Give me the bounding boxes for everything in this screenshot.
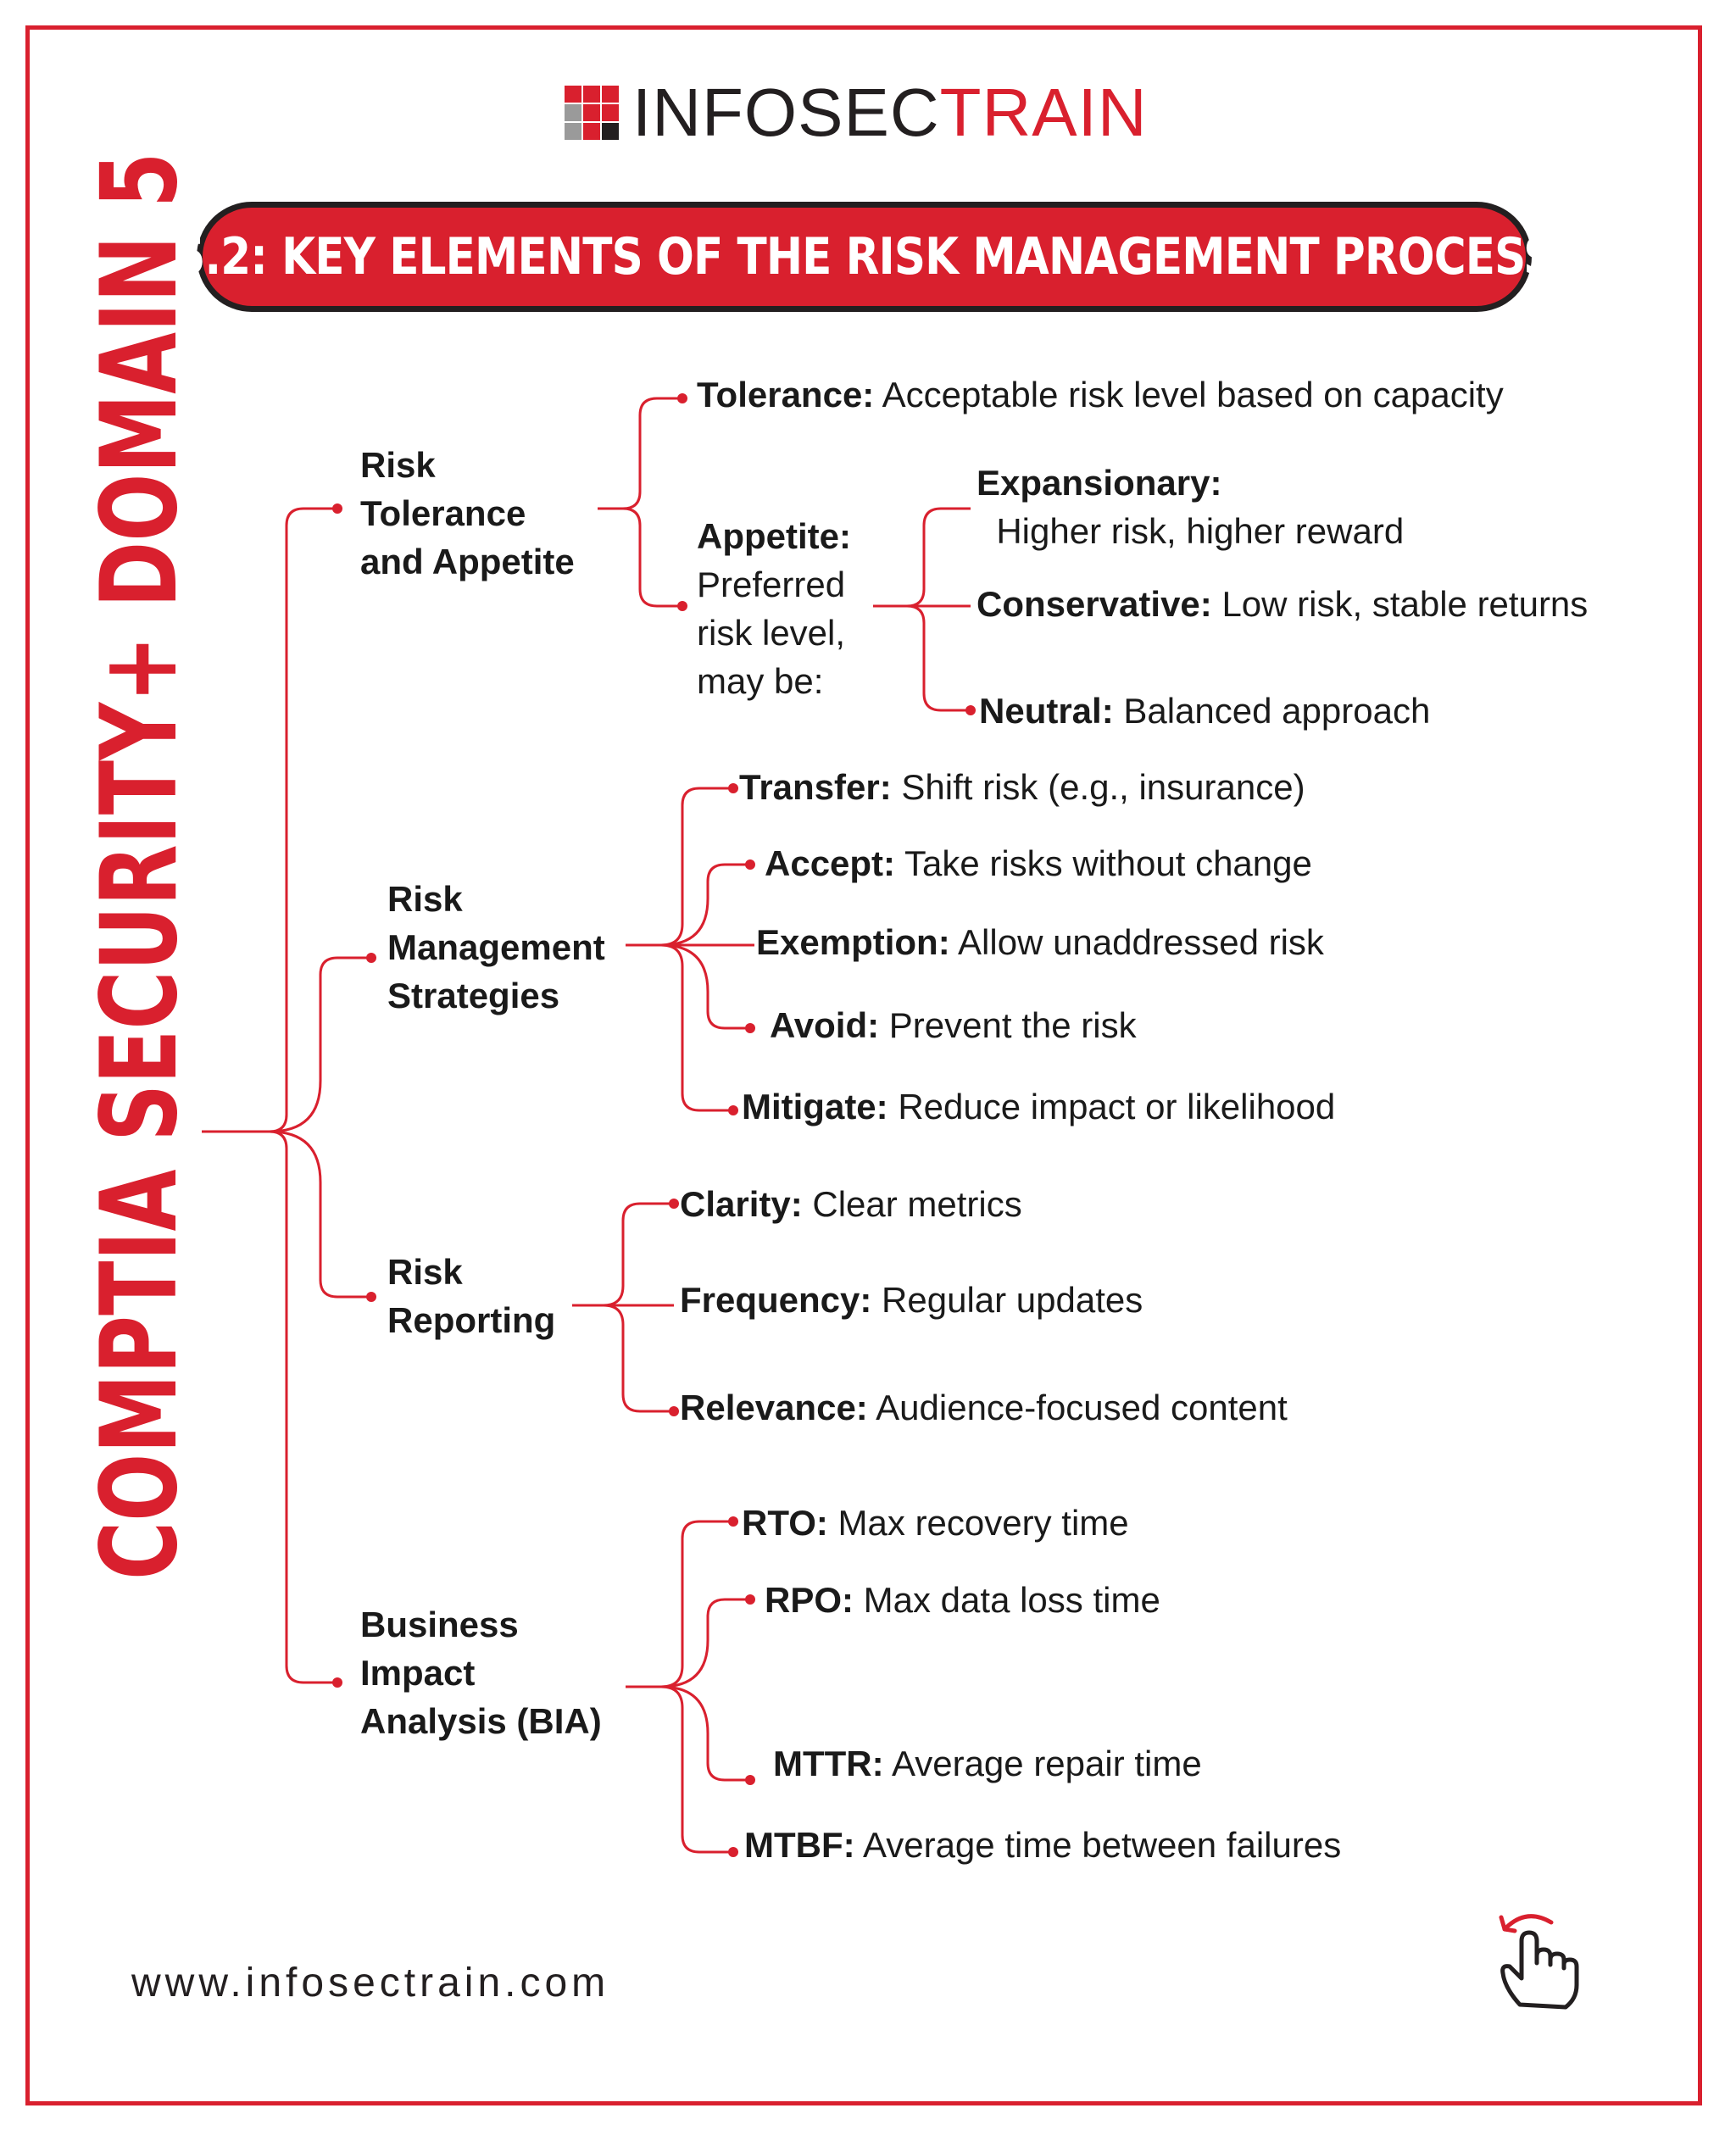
leaf-clarity: Clarity: Clear metrics xyxy=(680,1184,1022,1224)
leaf-appetite: Appetite: Preferred risk level, may be: xyxy=(697,516,851,701)
hand-pointer-icon[interactable] xyxy=(1496,1907,1589,2017)
leaf-relevance: Relevance: Audience-focused content xyxy=(680,1388,1288,1427)
leaf-rto: RTO: Max recovery time xyxy=(742,1503,1129,1543)
leaf-mitigate: Mitigate: Reduce impact or likelihood xyxy=(742,1087,1336,1126)
leaf-exemption: Exemption: Allow unaddressed risk xyxy=(756,922,1324,962)
branch-risk-reporting: Risk Reporting xyxy=(387,1252,556,1340)
leaf-conservative: Conservative: Low risk, stable returns xyxy=(976,584,1589,624)
leaf-mtbf: MTBF: Average time between failures xyxy=(744,1825,1342,1865)
leaf-expansionary: Expansionary: Higher risk, higher reward xyxy=(976,463,1405,551)
page-title: 5.2: KEY ELEMENTS OF THE RISK MANAGEMENT… xyxy=(175,227,1555,286)
leaf-mttr: MTTR: Average repair time xyxy=(773,1744,1202,1783)
website-link[interactable]: www.infosectrain.com xyxy=(131,1961,610,2005)
leaf-tolerance: Tolerance: Acceptable risk level based o… xyxy=(697,375,1504,414)
branch-risk-management-strategies: Risk Management Strategies xyxy=(387,879,605,1015)
leaf-accept: Accept: Take risks without change xyxy=(765,843,1312,883)
page-border xyxy=(25,25,1702,2105)
title-banner: 5.2: KEY ELEMENTS OF THE RISK MANAGEMENT… xyxy=(175,202,1555,312)
grid-logo-icon xyxy=(565,86,619,140)
brand-name: INFOSECTRAIN xyxy=(632,75,1148,150)
leaf-frequency: Frequency: Regular updates xyxy=(680,1280,1143,1320)
leaf-rpo: RPO: Max data loss time xyxy=(765,1580,1160,1620)
branch-business-impact-analysis: Business Impact Analysis (BIA) xyxy=(360,1605,602,1741)
leaf-transfer: Transfer: Shift risk (e.g., insurance) xyxy=(739,767,1305,807)
leaf-avoid: Avoid: Prevent the risk xyxy=(770,1005,1137,1045)
branch-risk-tolerance-appetite: Risk Tolerance and Appetite xyxy=(360,445,575,581)
leaf-neutral: Neutral: Balanced approach xyxy=(979,691,1431,731)
side-label: COMPTIA SECURITY+ DOMAIN 5 xyxy=(79,152,201,1581)
